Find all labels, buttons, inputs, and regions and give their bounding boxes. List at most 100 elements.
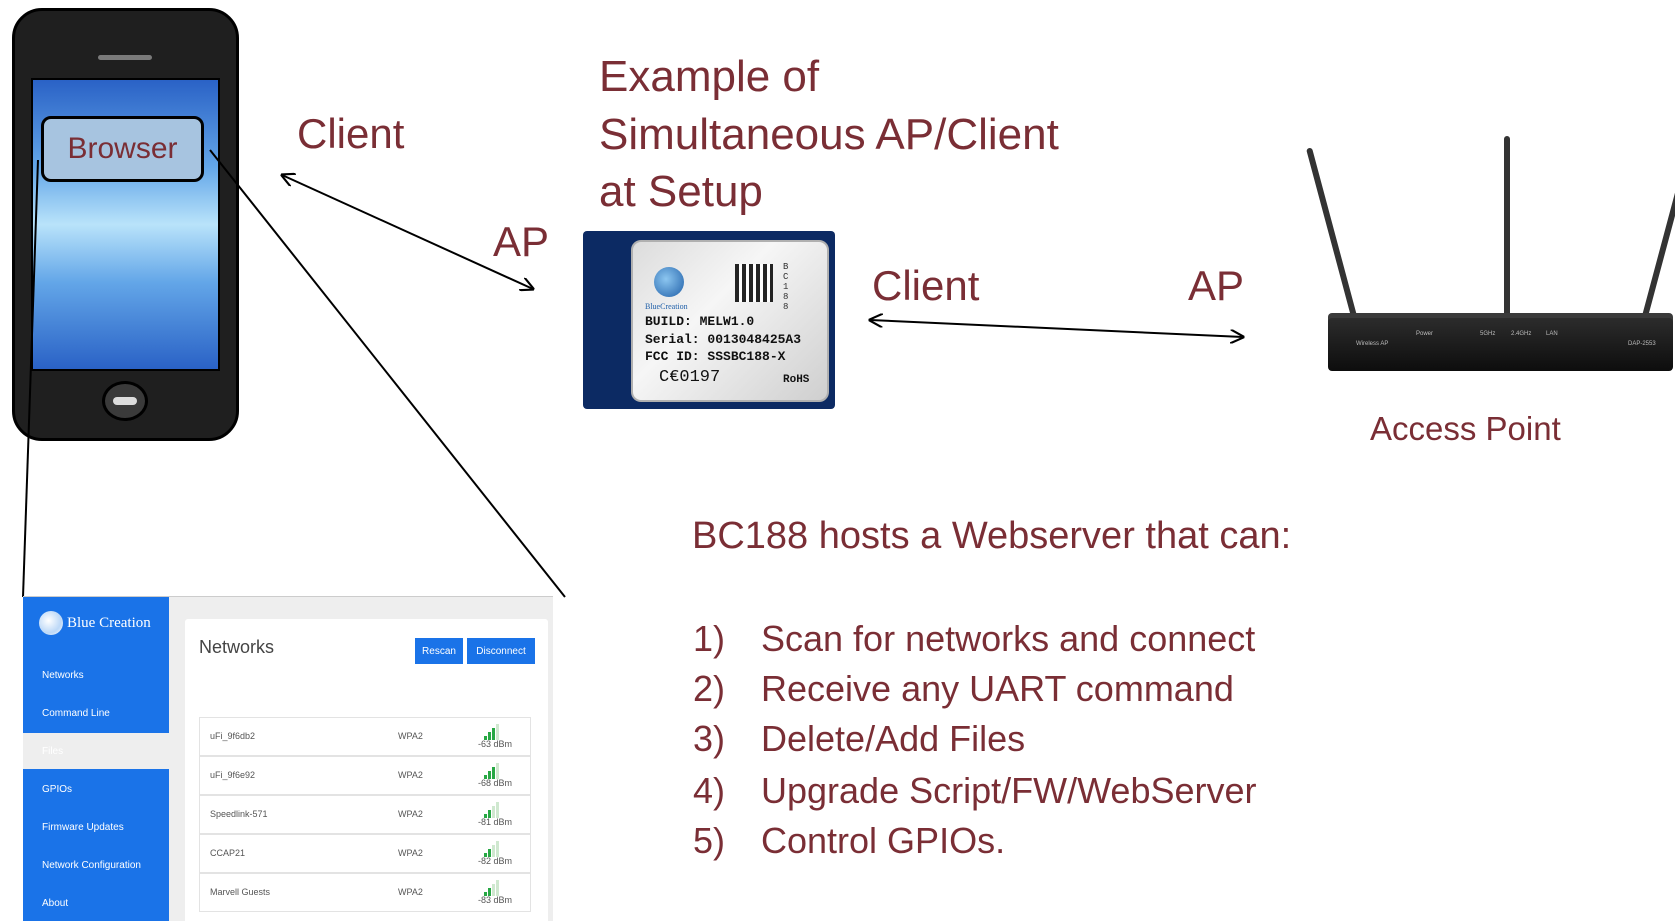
zoom-line-left (22, 159, 39, 598)
signal-bar (496, 841, 499, 857)
signal-bar (484, 814, 487, 818)
sidebar-item-network-configuration[interactable]: Network Configuration (42, 859, 141, 871)
sidebar-item-networks[interactable]: Networks (42, 669, 84, 681)
signal-bar (488, 810, 491, 818)
network-ssid: CCAP21 (210, 848, 246, 858)
ap-label-right: AP (1188, 262, 1245, 309)
arrow-module-router (870, 320, 1243, 337)
signal-bar (496, 802, 499, 818)
router-power-led: Power (1416, 331, 1434, 337)
client-label-right: Client (872, 262, 980, 309)
network-row[interactable]: Marvell Guests WPA2 -83 dBm (199, 873, 531, 912)
feature-list-item: 3) Delete/Add Files (693, 718, 1025, 760)
feature-text: Receive any UART command (761, 668, 1234, 709)
network-signal: -83 dBm (478, 895, 513, 905)
network-security: WPA2 (398, 848, 423, 858)
signal-bar (492, 884, 495, 896)
feature-number: 2) (693, 668, 726, 709)
rescan-button[interactable]: Rescan (415, 638, 463, 664)
networks-page-title: Networks (199, 637, 275, 657)
feature-list-item: 1)Scan for networks and connect (693, 618, 1255, 660)
signal-strength-icon (484, 763, 504, 779)
signal-strength-icon (484, 880, 504, 896)
router-antenna-middle (1504, 136, 1510, 318)
network-security: WPA2 (398, 731, 423, 741)
feature-list-item: 5) Control GPIOs. (693, 820, 1005, 862)
phone-speaker (98, 55, 152, 60)
feature-text: Delete/Add Files (761, 718, 1026, 759)
title-line-1: Example of (599, 52, 820, 101)
network-signal: -82 dBm (478, 856, 513, 866)
bluecreation-logo-icon (654, 267, 684, 297)
signal-bar (484, 736, 487, 740)
network-ssid: uFi_9f6e92 (210, 770, 256, 780)
network-security: WPA2 (398, 809, 423, 819)
webui-logo-text: Blue Creation (67, 614, 151, 631)
browser-box: Browser (41, 116, 204, 182)
zoom-line-right (209, 149, 566, 598)
feature-number: 5) (693, 820, 726, 861)
signal-bar (488, 888, 491, 896)
signal-strength-icon (484, 802, 504, 818)
router-lan-led: LAN (1546, 331, 1558, 337)
module-shield: BC188 BlueCreation BUILD: MELW1.0 Serial… (631, 240, 829, 402)
webui-logo: Blue Creation (39, 611, 151, 635)
module-rohs: RoHS (783, 374, 810, 386)
module-ce-mark: C€0197 (659, 368, 721, 387)
network-ssid: Marvell Guests (210, 887, 271, 897)
signal-strength-icon (484, 841, 504, 857)
router-model: DAP-2553 (1628, 341, 1656, 347)
disconnect-button[interactable]: Disconnect (467, 638, 535, 664)
signal-bar (492, 806, 495, 818)
blue-creation-globe-icon (39, 611, 63, 635)
signal-strength-icon (484, 724, 504, 740)
network-row[interactable]: uFi_9f6e92 WPA2 -68 dBm (199, 756, 531, 795)
network-signal: -68 dBm (478, 778, 513, 788)
network-row[interactable]: uFi_9f6db2 WPA2 -63 dBm (199, 717, 531, 756)
feature-text: Control GPIOs. (761, 820, 1006, 861)
module-fcc-id: FCC ID: SSSBC188-X (645, 349, 786, 364)
sidebar-item-firmware-updates[interactable]: Firmware Updates (42, 821, 124, 833)
sidebar-item-files[interactable]: Files (23, 733, 169, 769)
signal-bar (488, 732, 491, 740)
sidebar-item-command-line[interactable]: Command Line (42, 707, 110, 719)
module-serial: Serial: 0013048425A3 (645, 332, 802, 347)
network-signal: -63 dBm (478, 739, 513, 749)
network-security: WPA2 (398, 770, 423, 780)
network-ssid: uFi_9f6db2 (210, 731, 256, 741)
network-row[interactable]: CCAP21 WPA2 -82 dBm (199, 834, 531, 873)
network-signal: -81 dBm (478, 817, 513, 827)
qr-code-icon (735, 264, 773, 302)
router-5ghz-led: 5GHz (1480, 331, 1496, 337)
module-brand: BlueCreation (645, 302, 688, 311)
router-body: Wireless AP Power 5GHz 2.4GHz LAN DAP-25… (1328, 318, 1673, 371)
title-line-3: at Setup (599, 167, 763, 216)
signal-bar (492, 845, 495, 857)
signal-bar (492, 728, 495, 740)
signal-bar (492, 767, 495, 779)
sidebar-item-gpios[interactable]: GPIOs (42, 783, 73, 795)
description-heading: BC188 hosts a Webserver that can: (692, 515, 1292, 557)
feature-text: Scan for networks and connect (761, 618, 1256, 659)
signal-bar (484, 853, 487, 857)
signal-bar (496, 763, 499, 779)
router-brand: Wireless AP (1356, 341, 1389, 347)
signal-bar (488, 849, 491, 857)
network-security: WPA2 (398, 887, 423, 897)
client-label-left: Client (297, 110, 405, 157)
signal-bar (488, 771, 491, 779)
feature-list-item: 4)Upgrade Script/FW/WebServer (693, 770, 1257, 812)
signal-bar (484, 775, 487, 779)
feature-number: 3) (693, 718, 726, 759)
bc188-module: BC188 BlueCreation BUILD: MELW1.0 Serial… (583, 231, 835, 409)
title-line-2: Simultaneous AP/Client (599, 110, 1059, 159)
module-build: BUILD: MELW1.0 (645, 314, 755, 329)
browser-label: Browser (67, 132, 178, 165)
feature-text: Upgrade Script/FW/WebServer (761, 770, 1257, 811)
module-vertical-label: BC188 (783, 262, 789, 312)
sidebar-item-about[interactable]: About (42, 897, 69, 909)
